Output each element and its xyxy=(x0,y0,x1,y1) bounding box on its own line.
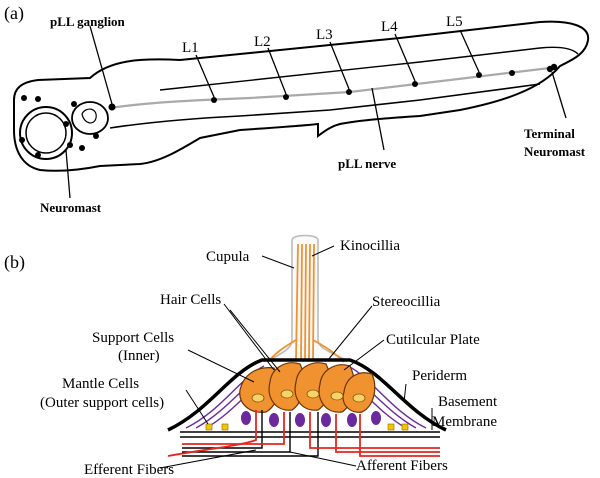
eye-outer xyxy=(19,106,73,160)
panel-a-leaders xyxy=(65,25,567,199)
pll-nerve xyxy=(109,66,551,110)
label-cupula: Cupula xyxy=(206,249,250,265)
afferent-fibers xyxy=(167,410,440,457)
larva-body-outline xyxy=(13,20,590,172)
head-neuromasts xyxy=(19,95,99,158)
label-l1: L1 xyxy=(182,40,199,56)
label-l2: L2 xyxy=(254,34,271,50)
label-support-cells-2: (Inner) xyxy=(118,348,160,364)
neuromast-l3 xyxy=(346,89,352,95)
label-efferent-fibers: Efferent Fibers xyxy=(84,462,174,478)
lateral-line-neuromasts xyxy=(108,63,558,111)
neuromast-l4 xyxy=(412,81,418,87)
label-hair-cells: Hair Cells xyxy=(160,292,221,308)
larva-inner-line xyxy=(109,83,541,129)
hair-cells xyxy=(239,362,376,413)
label-afferent-fibers: Afferent Fibers xyxy=(356,458,448,474)
cupula xyxy=(266,234,347,361)
label-support-cells-1: Support Cells xyxy=(92,330,174,346)
label-pll-nerve: pLL nerve xyxy=(338,156,396,171)
label-periderm: Periderm xyxy=(412,368,467,384)
neuromast-l5 xyxy=(476,72,482,78)
periderm xyxy=(167,358,447,432)
label-mantle-cells-2: (Outer support cells) xyxy=(40,395,164,411)
otic-vesicle xyxy=(71,101,109,135)
label-basement-1: Basement xyxy=(438,394,498,410)
label-mantle-cells-1: Mantle Cells xyxy=(62,376,139,392)
larva-dorsal-line xyxy=(159,46,579,91)
eye-inner xyxy=(25,112,67,154)
label-terminal-2: Neuromast xyxy=(524,144,586,159)
mantle-cell-dots xyxy=(205,423,409,431)
hair-cell-nuclei xyxy=(251,389,366,403)
panel-a-label: (a) xyxy=(4,3,24,24)
label-l3: L3 xyxy=(316,27,333,43)
kinocilia xyxy=(267,243,345,363)
label-cuticular-plate: Cutilcular Plate xyxy=(386,332,480,348)
panel-b-label: (b) xyxy=(4,252,25,273)
label-l5: L5 xyxy=(446,14,463,30)
panel-b-leaders xyxy=(159,245,433,469)
label-neuromast: Neuromast xyxy=(40,200,102,215)
label-pll-ganglion: pLL ganglion xyxy=(50,14,126,29)
terminal-neuromast-dot-2 xyxy=(550,63,558,71)
neuromast-l2 xyxy=(283,94,289,100)
neuromast-l1 xyxy=(211,97,217,103)
otic-detail xyxy=(81,108,97,124)
support-cell-nuclei xyxy=(241,411,381,427)
label-terminal-1: Terminal xyxy=(524,126,575,141)
label-kinocillia: Kinocillia xyxy=(340,238,400,254)
label-l4: L4 xyxy=(381,19,398,35)
label-basement-2: Membrane xyxy=(432,414,497,430)
pll-ganglion-dot xyxy=(108,103,116,111)
label-stereocillia: Stereocillia xyxy=(372,294,441,310)
